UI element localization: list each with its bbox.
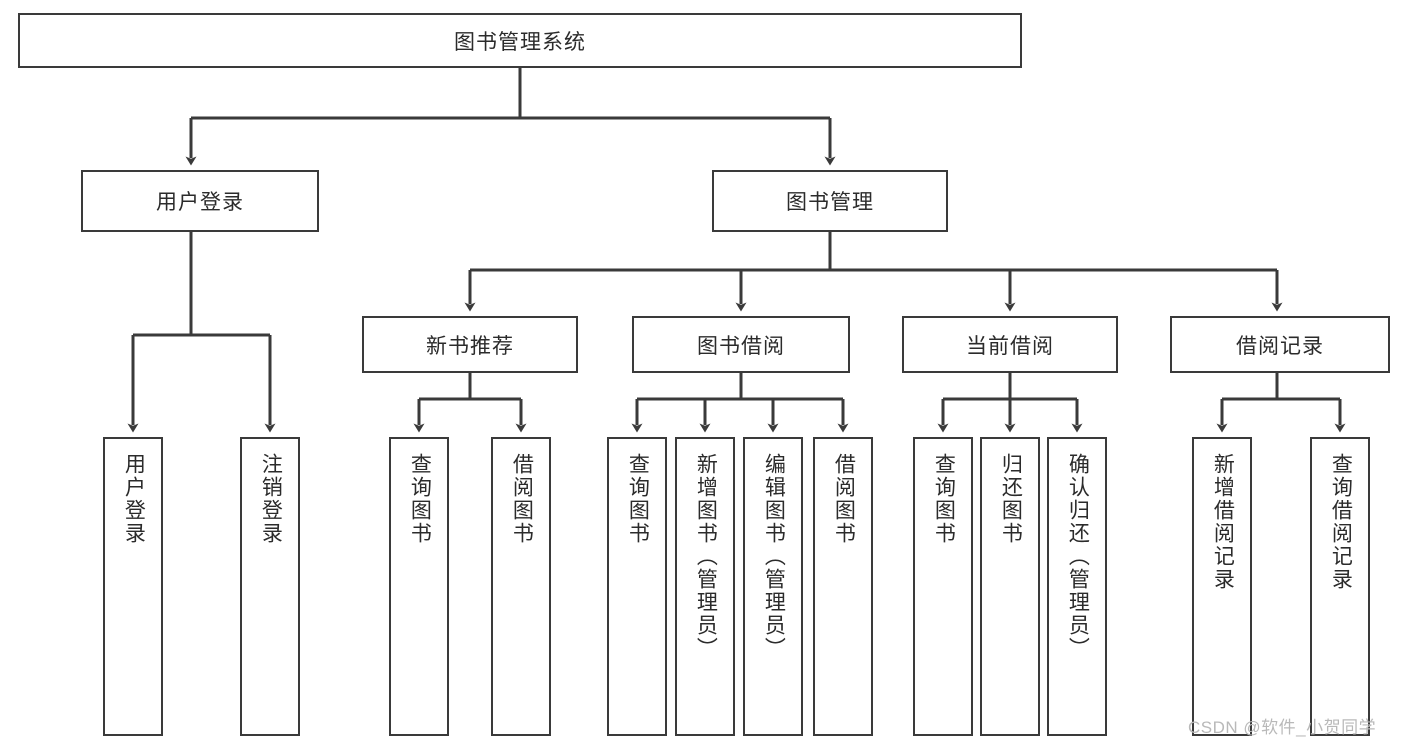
leaf-borrow-book-1[interactable]: 借阅图书: [491, 437, 551, 736]
leaf-confirm-return-label: 确认归还（管理员）: [1066, 453, 1090, 660]
leaf-add-book-label: 新增图书（管理员）: [694, 453, 718, 660]
leaf-borrow-book-2[interactable]: 借阅图书: [813, 437, 873, 736]
node-borrow-record[interactable]: 借阅记录: [1170, 316, 1390, 373]
node-new-book-recommend-label: 新书推荐: [426, 334, 514, 358]
node-root[interactable]: 图书管理系统: [18, 13, 1022, 68]
node-borrow-record-label: 借阅记录: [1236, 334, 1324, 358]
leaf-query-book-2[interactable]: 查询图书: [607, 437, 667, 736]
node-book-borrow[interactable]: 图书借阅: [632, 316, 850, 373]
node-root-label: 图书管理系统: [454, 30, 586, 54]
leaf-query-record-label: 查询借阅记录: [1329, 453, 1353, 591]
node-current-borrow-label: 当前借阅: [966, 334, 1054, 358]
leaf-query-book-3[interactable]: 查询图书: [913, 437, 973, 736]
leaf-edit-book-label: 编辑图书（管理员）: [762, 453, 786, 660]
node-book-manage-label: 图书管理: [786, 191, 874, 214]
node-user-login-label: 用户登录: [156, 191, 244, 214]
leaf-query-book-1[interactable]: 查询图书: [389, 437, 449, 736]
leaf-confirm-return[interactable]: 确认归还（管理员）: [1047, 437, 1107, 736]
leaf-borrow-book-2-label: 借阅图书: [832, 453, 856, 545]
leaf-add-book[interactable]: 新增图书（管理员）: [675, 437, 735, 736]
leaf-return-book-label: 归还图书: [999, 453, 1023, 545]
leaf-user-login[interactable]: 用户登录: [103, 437, 163, 736]
leaf-user-logout[interactable]: 注销登录: [240, 437, 300, 736]
node-user-login[interactable]: 用户登录: [81, 170, 319, 232]
leaf-add-record-label: 新增借阅记录: [1211, 453, 1235, 591]
leaf-borrow-book-1-label: 借阅图书: [510, 453, 534, 545]
leaf-user-login-label: 用户登录: [122, 453, 146, 545]
node-current-borrow[interactable]: 当前借阅: [902, 316, 1118, 373]
leaf-query-book-1-label: 查询图书: [408, 453, 432, 545]
leaf-add-record[interactable]: 新增借阅记录: [1192, 437, 1252, 736]
node-new-book-recommend[interactable]: 新书推荐: [362, 316, 578, 373]
leaf-return-book[interactable]: 归还图书: [980, 437, 1040, 736]
leaf-user-logout-label: 注销登录: [259, 453, 283, 545]
leaf-query-book-3-label: 查询图书: [932, 453, 956, 545]
node-book-manage[interactable]: 图书管理: [712, 170, 948, 232]
watermark-text: CSDN @软件_小贺同学: [1188, 718, 1377, 737]
leaf-edit-book[interactable]: 编辑图书（管理员）: [743, 437, 803, 736]
node-book-borrow-label: 图书借阅: [697, 334, 785, 358]
leaf-query-book-2-label: 查询图书: [626, 453, 650, 545]
leaf-query-record[interactable]: 查询借阅记录: [1310, 437, 1370, 736]
